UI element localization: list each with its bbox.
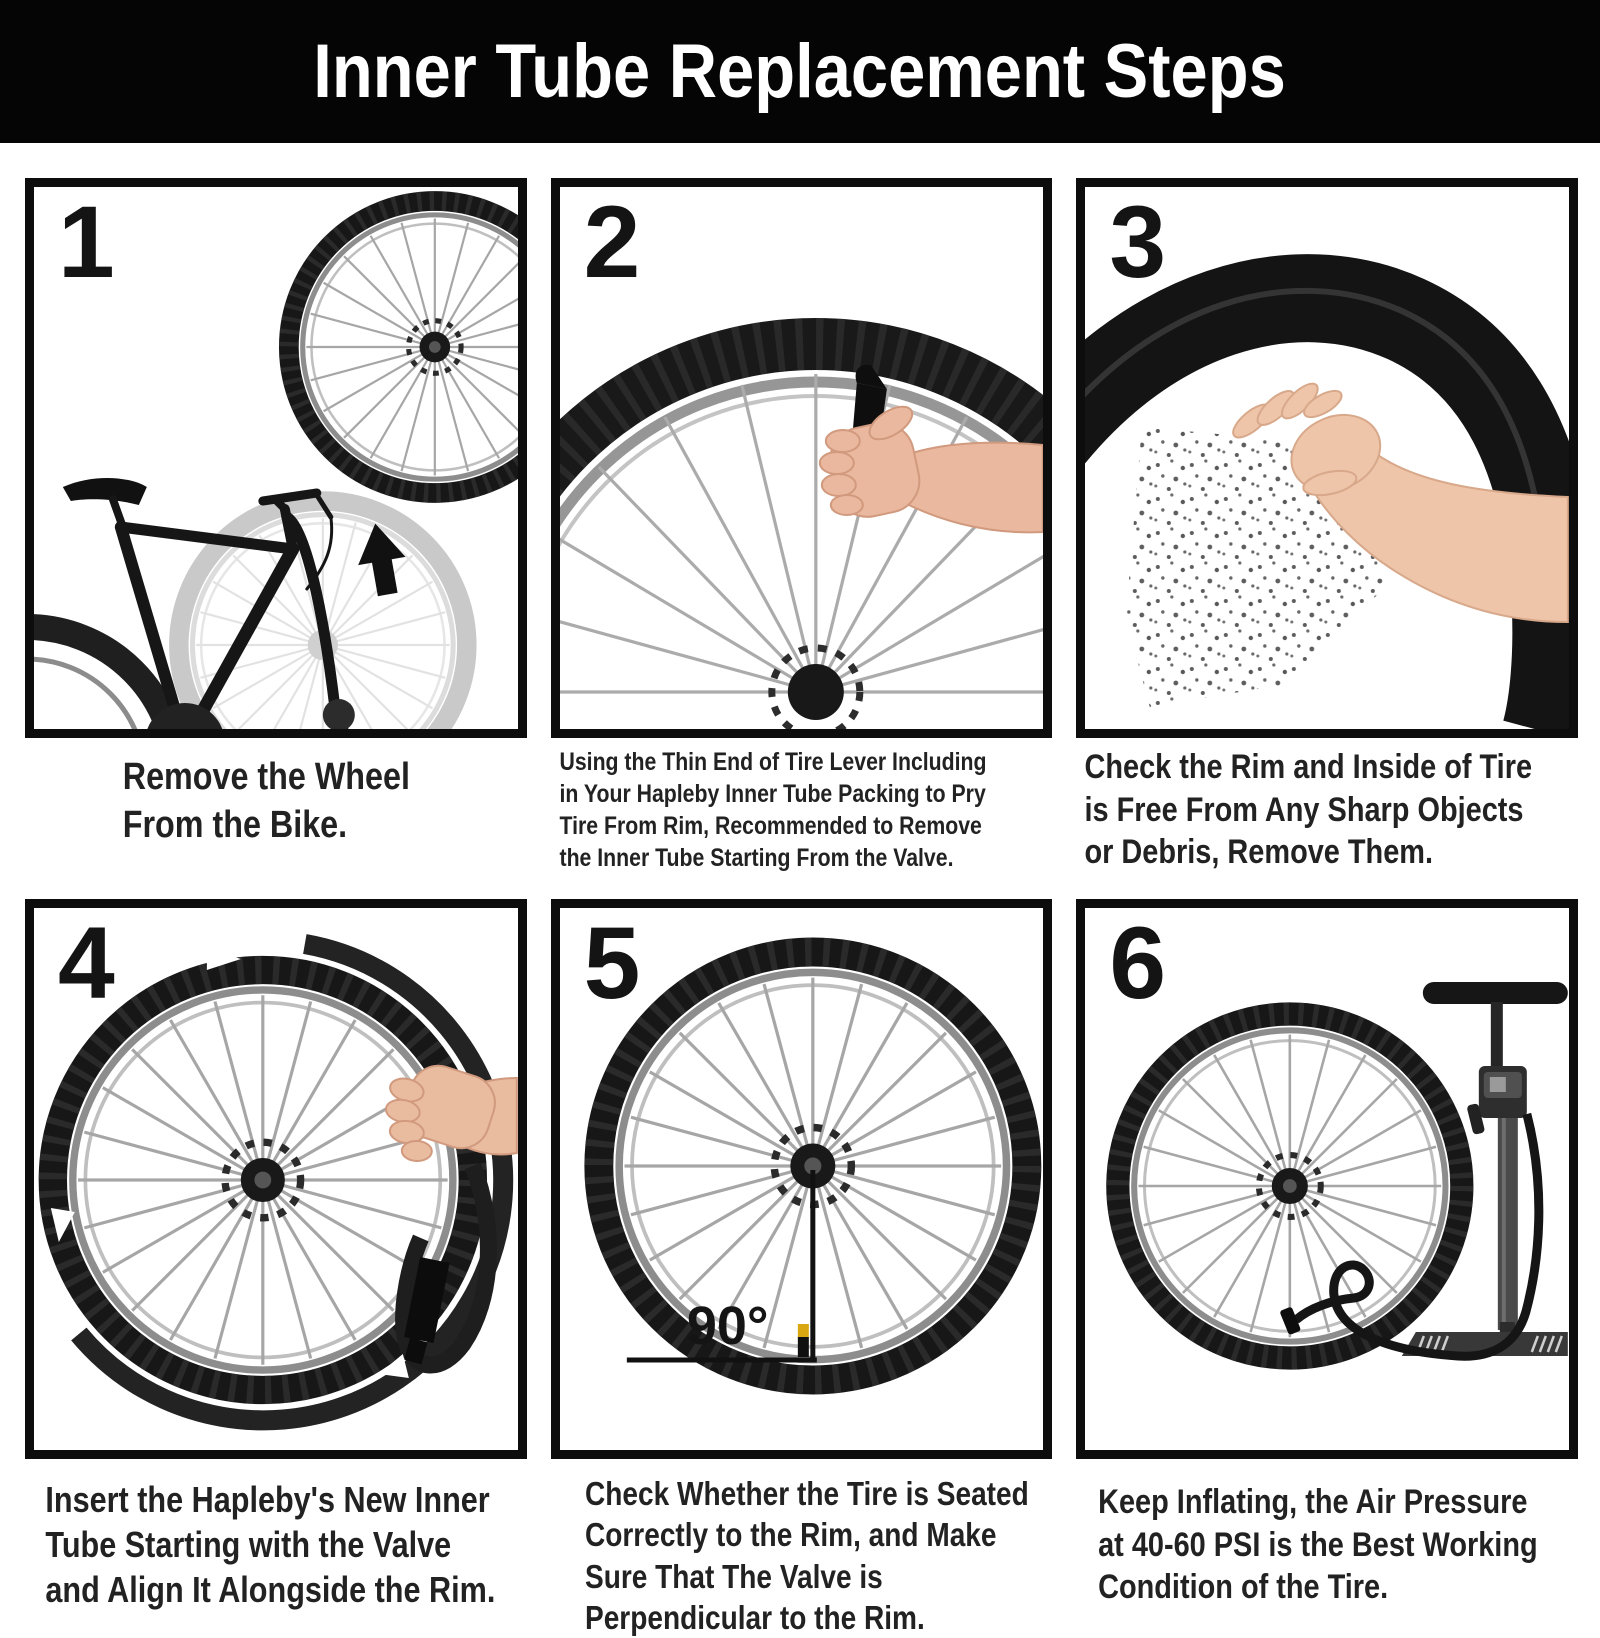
step-2-caption: Using the Thin End of Tire Lever Includi… [559,748,987,872]
step-number: 4 [58,906,115,1020]
floor-pump [1402,982,1569,1356]
step-3-caption: Check the Rim and Inside of Tire is Free… [1084,748,1533,871]
step-1-caption: Remove the Wheel From the Bike. [122,756,410,846]
hand-holding-lever [818,405,1044,534]
valve-stem [797,1324,809,1357]
title-banner: Inner Tube Replacement Steps [0,0,1600,143]
step-number: 3 [1109,185,1166,299]
step-3-cell: 3 Check the Rim and Inside of Tire is Fr… [1076,178,1578,899]
step-3-illustration [1085,254,1569,729]
wheel-upper-arc [559,318,1044,729]
hand-inserting-tube [384,1064,518,1163]
step-4-cell: 4 Insert the Hapleby's New Inner Tube St… [25,899,527,1638]
step-number: 6 [1109,906,1166,1020]
step-number: 5 [583,906,641,1020]
page-title: Inner Tube Replacement Steps [313,29,1287,114]
right-angle-guide [626,1170,817,1363]
tire-arc [1085,254,1569,729]
step-5-cell: 90° 5 Check Whether the Tire is Seated C… [550,899,1053,1638]
removed-front-wheel [279,191,518,503]
step-5-illustration: 90° [560,908,1044,1450]
step-4-panel: 4 [25,899,527,1459]
angle-label: 90° [686,1296,768,1356]
step-5-panel: 90° 5 [550,899,1053,1459]
direction-arrows [50,948,409,1378]
step-1-cell: 1 Remove the Wheel From the Bike. [25,178,527,899]
hand-checking-tire [1232,382,1569,624]
step-4-caption: Insert the Hapleby's New Inner Tube Star… [45,1479,496,1610]
step-4-illustration [34,934,518,1431]
step-6-panel: 6 [1076,899,1578,1459]
step-1-illustration [34,187,518,729]
bicycle-frame [34,477,355,729]
pump-hose [1280,1112,1544,1361]
step-1-panel: 1 [25,178,527,738]
step-5-caption: Check Whether the Tire is Seated Correct… [584,1475,1029,1636]
step-number: 2 [583,185,641,299]
step-6-illustration [1085,982,1569,1450]
step-number: 1 [58,185,115,299]
up-arrow-icon [358,523,406,597]
step-6-cell: 6 Keep Inflating, the Air Pressure at 40… [1076,899,1578,1638]
step-3-panel: 3 [1076,178,1578,738]
step-2-illustration [559,318,1044,729]
step-2-cell: 2 Using the Thin End of Tire Lever Inclu… [550,178,1053,899]
inner-tube [71,934,514,1431]
step-6-caption: Keep Inflating, the Air Pressure at 40-6… [1098,1483,1538,1606]
step-2-panel: 2 [550,178,1053,738]
